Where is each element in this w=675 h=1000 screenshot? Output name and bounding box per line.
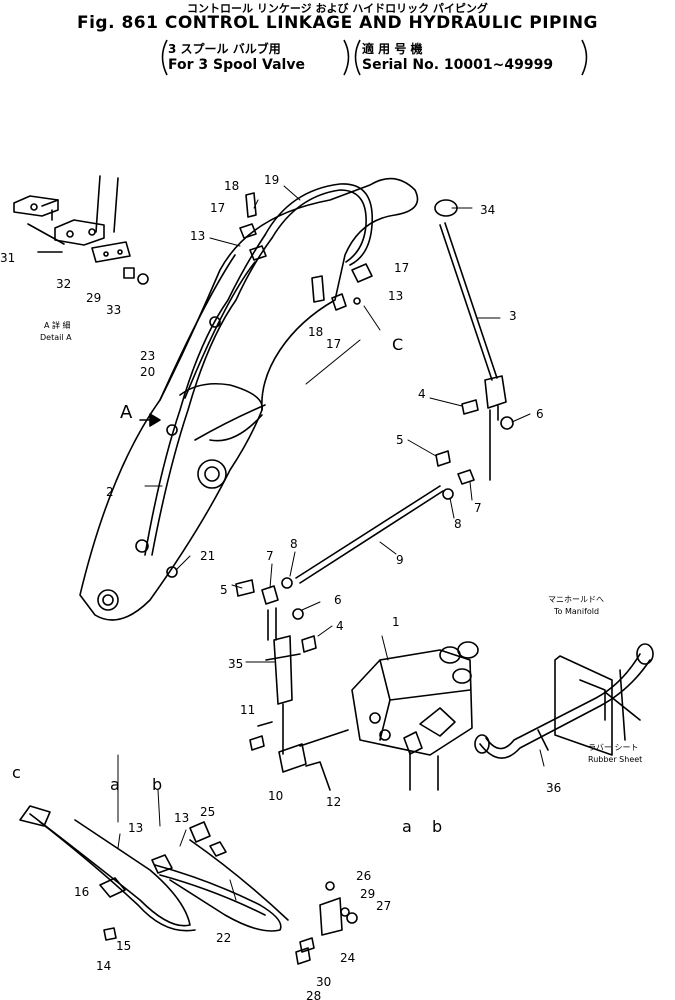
title-japanese: コントロール リンケージ および ハイドロリック パイピング <box>187 2 488 15</box>
label-part-32: 32 <box>56 277 71 291</box>
connection-label-a-bottom: a <box>402 817 412 836</box>
label-part-36: 36 <box>546 781 561 795</box>
label-part-21: 21 <box>200 549 215 563</box>
part-21-plug <box>166 566 178 578</box>
label-part-18b: 18 <box>308 325 323 339</box>
manifold-pipe <box>474 643 654 759</box>
bracket-fasteners <box>295 881 358 965</box>
control-lever-assembly <box>235 577 317 755</box>
manifold-note-japanese: マニホールドへ <box>548 595 604 604</box>
label-part-17: 17 <box>210 201 225 215</box>
control-valve <box>351 641 479 791</box>
manifold-note-english: To Manifold <box>553 607 599 616</box>
label-part-4: 4 <box>418 387 426 401</box>
upper-link-fasteners <box>435 399 514 500</box>
diagram-notes: A 詳 細 Detail A マニホールドへ To Manifold ラバー シ… <box>40 320 642 764</box>
connection-label-c: c <box>12 763 21 782</box>
label-part-2: 2 <box>106 485 114 499</box>
label-part-22: 22 <box>216 931 231 945</box>
connection-label-a-top: a <box>110 775 120 794</box>
label-part-17c: 17 <box>326 337 341 351</box>
label-part-13d: 13 <box>174 811 189 825</box>
cap-and-control-rod <box>434 199 507 481</box>
label-part-26: 26 <box>356 869 371 883</box>
label-part-17b: 17 <box>394 261 409 275</box>
label-part-33: 33 <box>106 303 121 317</box>
label-part-27: 27 <box>376 899 391 913</box>
label-part-5b: 5 <box>220 583 228 597</box>
label-part-13b: 13 <box>388 289 403 303</box>
boom-hydraulic-pipes <box>135 183 373 556</box>
connection-label-b-top: b <box>152 775 162 794</box>
detail-a-note-english: Detail A <box>40 333 72 342</box>
label-part-19: 19 <box>264 173 279 187</box>
label-part-8b: 8 <box>290 537 298 551</box>
subtitle-left-japanese: 3 スプール バルブ用 <box>168 42 281 56</box>
label-part-24: 24 <box>340 951 355 965</box>
arrow-a-head <box>149 413 161 427</box>
label-part-15: 15 <box>116 939 131 953</box>
label-part-5: 5 <box>396 433 404 447</box>
label-part-9: 9 <box>396 553 404 567</box>
label-part-29b: 29 <box>86 291 101 305</box>
label-part-16: 16 <box>74 885 89 899</box>
subtitle-parentheses <box>161 39 588 76</box>
connection-label-C: C <box>392 335 403 354</box>
subtitle-right-english: Serial No. 10001~49999 <box>362 57 554 73</box>
boom <box>79 177 419 621</box>
rubber-note-english: Rubber Sheet <box>588 755 642 764</box>
leader-lines <box>117 185 545 901</box>
label-part-7b: 7 <box>266 549 274 563</box>
label-part-31: 31 <box>0 251 15 265</box>
label-part-34: 34 <box>480 203 495 217</box>
detail-a-note-japanese: A 詳 細 <box>44 320 71 330</box>
connection-label-b-bottom: b <box>432 817 442 836</box>
label-part-29: 29 <box>360 887 375 901</box>
label-part-23: 23 <box>140 349 155 363</box>
label-part-25: 25 <box>200 805 215 819</box>
label-part-12: 12 <box>326 795 341 809</box>
label-part-20: 20 <box>140 365 155 379</box>
label-part-35: 35 <box>228 657 243 671</box>
label-part-13c: 13 <box>128 821 143 835</box>
label-part-8: 8 <box>454 517 462 531</box>
label-part-30: 30 <box>316 975 331 989</box>
rubber-note-japanese: ラバー シート <box>588 743 638 752</box>
label-part-18: 18 <box>224 179 239 193</box>
label-part-7: 7 <box>474 501 482 515</box>
bottom-pipes <box>19 805 289 941</box>
boom-fittings <box>239 192 373 311</box>
label-part-4b: 4 <box>336 619 344 633</box>
label-part-3: 3 <box>509 309 517 323</box>
label-part-1: 1 <box>392 615 400 629</box>
label-part-11: 11 <box>240 703 255 717</box>
detail-a-inset <box>13 175 149 285</box>
label-part-28: 28 <box>306 989 321 1000</box>
part-number-labels: 1 2 3 4 4 5 5 6 6 7 7 8 8 9 10 11 12 13 … <box>0 173 561 1000</box>
label-part-10: 10 <box>268 789 283 803</box>
connection-labels: C c a b a b A <box>12 335 442 836</box>
subtitle-left-english: For 3 Spool Valve <box>168 57 305 73</box>
label-part-6b: 6 <box>334 593 342 607</box>
arrow-a-label: A <box>120 402 133 423</box>
link-rod-9 <box>295 485 444 584</box>
label-part-6: 6 <box>536 407 544 421</box>
lower-lever-parts <box>249 721 349 791</box>
figure-title: Fig. 861 CONTROL LINKAGE AND HYDRAULIC P… <box>76 13 599 33</box>
label-part-13: 13 <box>190 229 205 243</box>
subtitle-right-japanese: 適 用 号 機 <box>362 42 423 56</box>
label-part-14: 14 <box>96 959 111 973</box>
